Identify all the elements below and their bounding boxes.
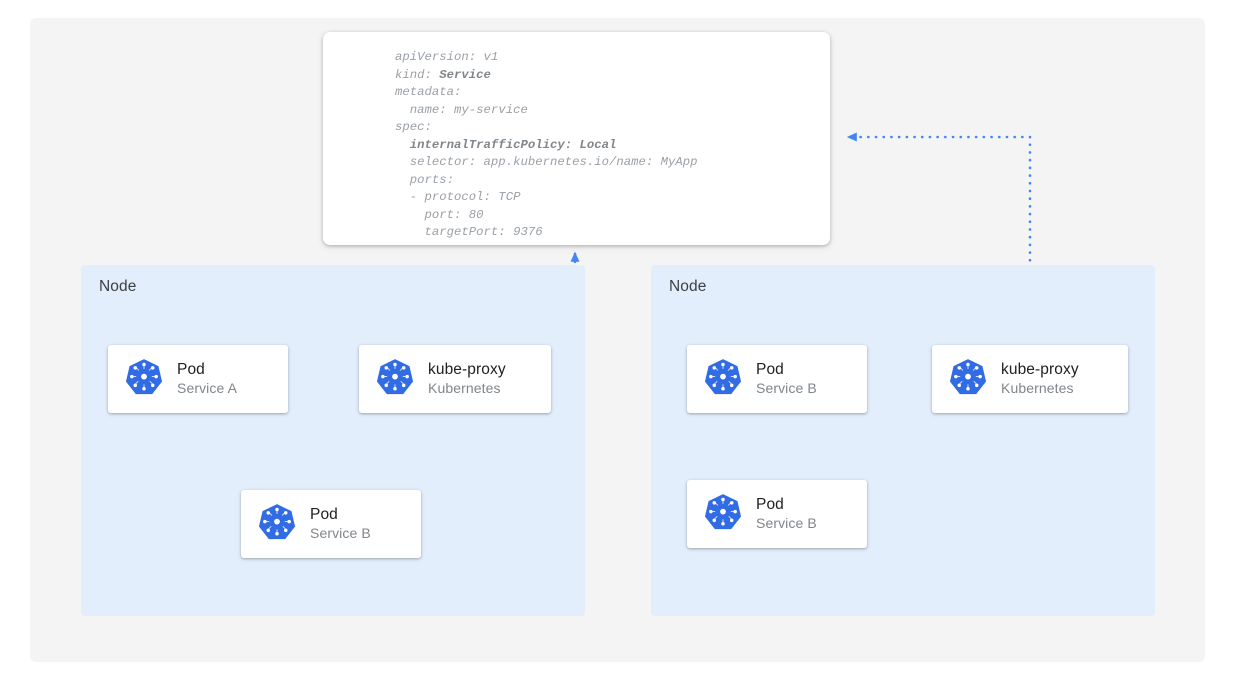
card-title: Pod [756, 496, 784, 513]
card-subtitle: Kubernetes [1001, 380, 1074, 396]
card-kube-proxy-left[interactable]: kube-proxy Kubernetes [359, 345, 551, 413]
kubernetes-logo-icon [949, 358, 987, 401]
node-left-label: Node [99, 278, 137, 295]
card-title: Pod [310, 506, 338, 523]
card-subtitle: Service A [177, 380, 238, 396]
node-region-right: Node [651, 265, 1155, 616]
yaml-line-protocol: - protocol: TCP [409, 190, 521, 205]
card-pod-service-b-left[interactable]: Pod Service B [241, 490, 421, 558]
card-subtitle: Kubernetes [428, 380, 501, 396]
yaml-line-selector: selector: app.kubernetes.io/name: MyApp [409, 155, 698, 170]
kubernetes-logo-icon [125, 358, 163, 401]
card-title: Pod [756, 361, 784, 378]
kubernetes-logo-icon [376, 358, 414, 401]
card-subtitle: Service B [310, 525, 371, 541]
yaml-line-spec: spec: [395, 120, 432, 135]
yaml-line-apiversion: apiVersion: v1 [395, 50, 499, 64]
kubernetes-logo-icon [704, 358, 742, 401]
node-region-left: Node [81, 265, 585, 616]
card-kube-proxy-right[interactable]: kube-proxy Kubernetes [932, 345, 1128, 413]
node-right-label: Node [669, 278, 707, 295]
yaml-line-port: port: 80 [424, 207, 484, 222]
service-yaml-text: apiVersion: v1 kind: Service metadata: n… [395, 49, 698, 242]
kubernetes-logo-icon [704, 493, 742, 536]
card-pod-service-b-right-1[interactable]: Pod Service B [687, 345, 867, 413]
yaml-line-metadata: metadata: [395, 85, 462, 100]
card-pod-service-a[interactable]: Pod Service A [108, 345, 288, 413]
yaml-line-ports: ports: [409, 172, 455, 187]
card-pod-service-b-right-2[interactable]: Pod Service B [687, 480, 867, 548]
card-title: kube-proxy [428, 361, 506, 378]
card-title: kube-proxy [1001, 361, 1079, 378]
yaml-line-internaltrafficpolicy: internalTrafficPolicy: Local [409, 137, 617, 152]
yaml-line-name: name: my-service [409, 102, 528, 117]
kubernetes-logo-icon [258, 503, 296, 546]
yaml-line-kind: kind: Service [395, 67, 491, 82]
card-title: Pod [177, 361, 205, 378]
yaml-line-targetport: targetPort: 9376 [395, 225, 543, 240]
card-subtitle: Service B [756, 515, 817, 531]
service-yaml-card: apiVersion: v1 kind: Service metadata: n… [323, 32, 830, 245]
card-subtitle: Service B [756, 380, 817, 396]
